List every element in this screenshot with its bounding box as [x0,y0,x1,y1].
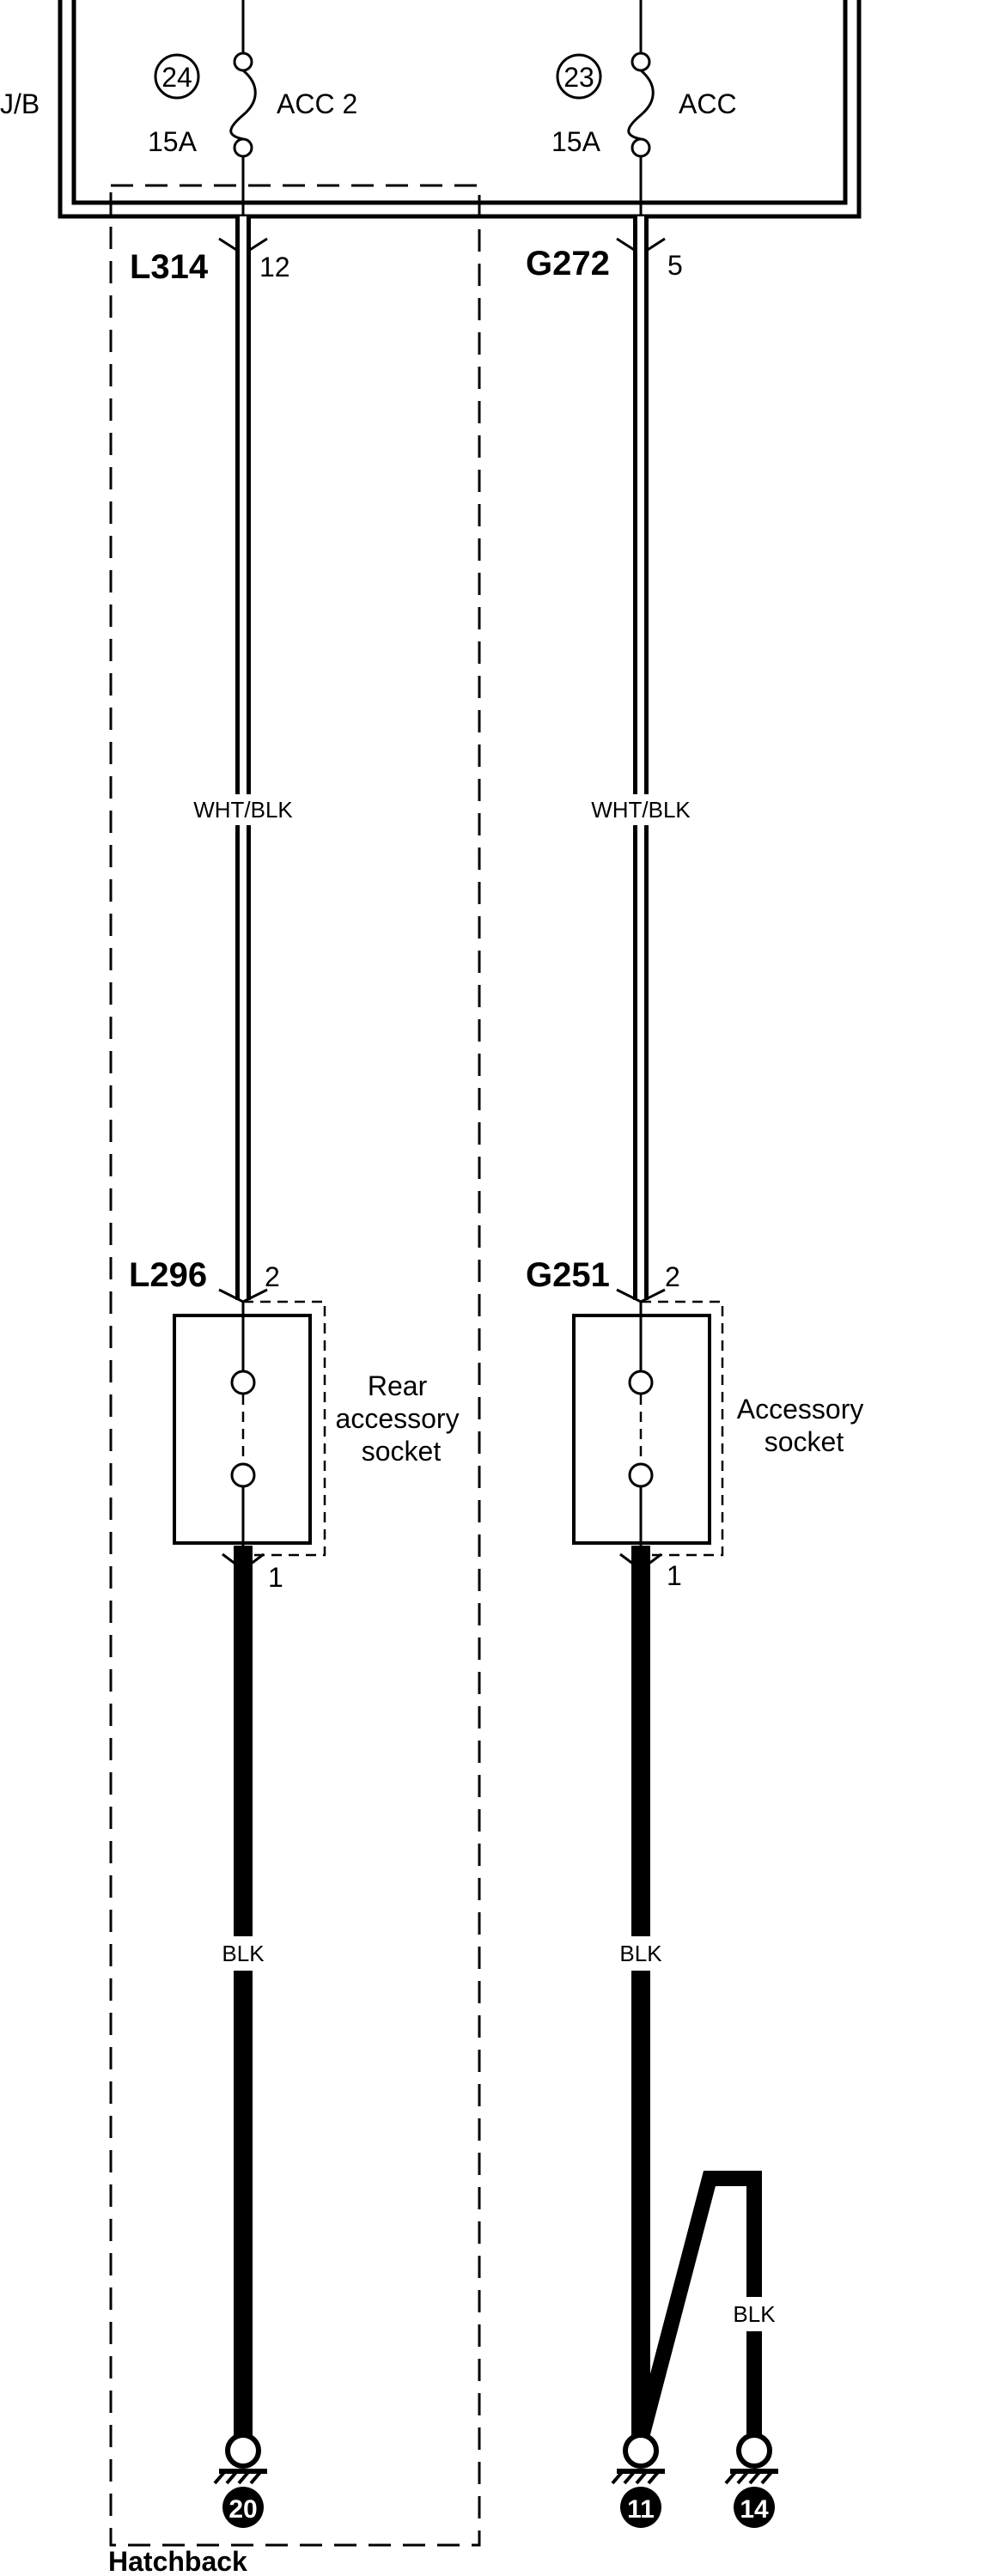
right-top-connector-id: G272 [526,245,610,283]
ground-icon: 20 [213,2433,267,2528]
fuse-23-number: 23 [564,62,594,93]
right-lower-wire [597,1546,782,2443]
left-upper-wire [189,216,297,1300]
fuse-23: 23 ACC 15A [551,0,737,216]
ground-icon: 14 [724,2433,778,2528]
left-socket-pin-top: 2 [265,1261,280,1292]
right-ground-number-1: 11 [627,2495,655,2524]
hatchback-label: Hatchback [108,2546,247,2576]
fuse-24-name: ACC 2 [277,88,357,119]
right-lower-wire-color: BLK [619,1941,662,1966]
fuse-24-number: 24 [161,62,192,93]
right-upper-wire [587,216,695,1300]
right-socket-connector-id: G251 [526,1256,610,1294]
left-top-connector-pin: 12 [259,252,290,283]
fuse-icon [229,0,257,216]
left-socket-pin-bottom: 1 [268,1562,283,1593]
fuse-icon [627,0,655,216]
left-upper-wire-color: WHT/BLK [193,797,293,823]
right-branch-wire-color: BLK [733,2301,776,2327]
ground-icon: 11 [611,2433,665,2528]
fuse-24: 24 ACC 2 15A [148,0,357,216]
right-socket-connector: G251 2 1 Accessory socket [526,1256,871,1591]
left-socket-name: Rear accessory socket [336,1370,467,1467]
junction-block-label: J/B [0,88,40,119]
fuse-24-rating: 15A [148,126,198,157]
left-lower-wire-color: BLK [222,1941,265,1966]
right-socket-pin-top: 2 [665,1261,680,1292]
right-top-connector: G272 5 [526,237,683,283]
left-socket-connector-id: L296 [129,1256,207,1294]
left-top-connector-id: L314 [130,248,209,286]
fuse-23-name: ACC [679,88,737,119]
right-top-connector-pin: 5 [667,250,683,281]
right-socket-outline [639,1300,724,1557]
left-socket-connector: L296 2 1 Rear accessory socket [129,1256,467,1593]
right-socket-name: Accessory socket [737,1394,871,1457]
right-upper-wire-color: WHT/BLK [591,797,691,823]
left-top-connector: L314 12 [130,237,290,286]
right-socket-pin-bottom: 1 [667,1560,682,1591]
left-ground-number: 20 [228,2495,257,2524]
hatchback-variant-box [109,184,481,2547]
junction-block [58,0,862,219]
left-lower-wire [199,1546,287,2440]
left-socket-outline [241,1300,326,1557]
right-ground-number-2: 14 [740,2495,769,2524]
fuse-23-rating: 15A [551,126,601,157]
